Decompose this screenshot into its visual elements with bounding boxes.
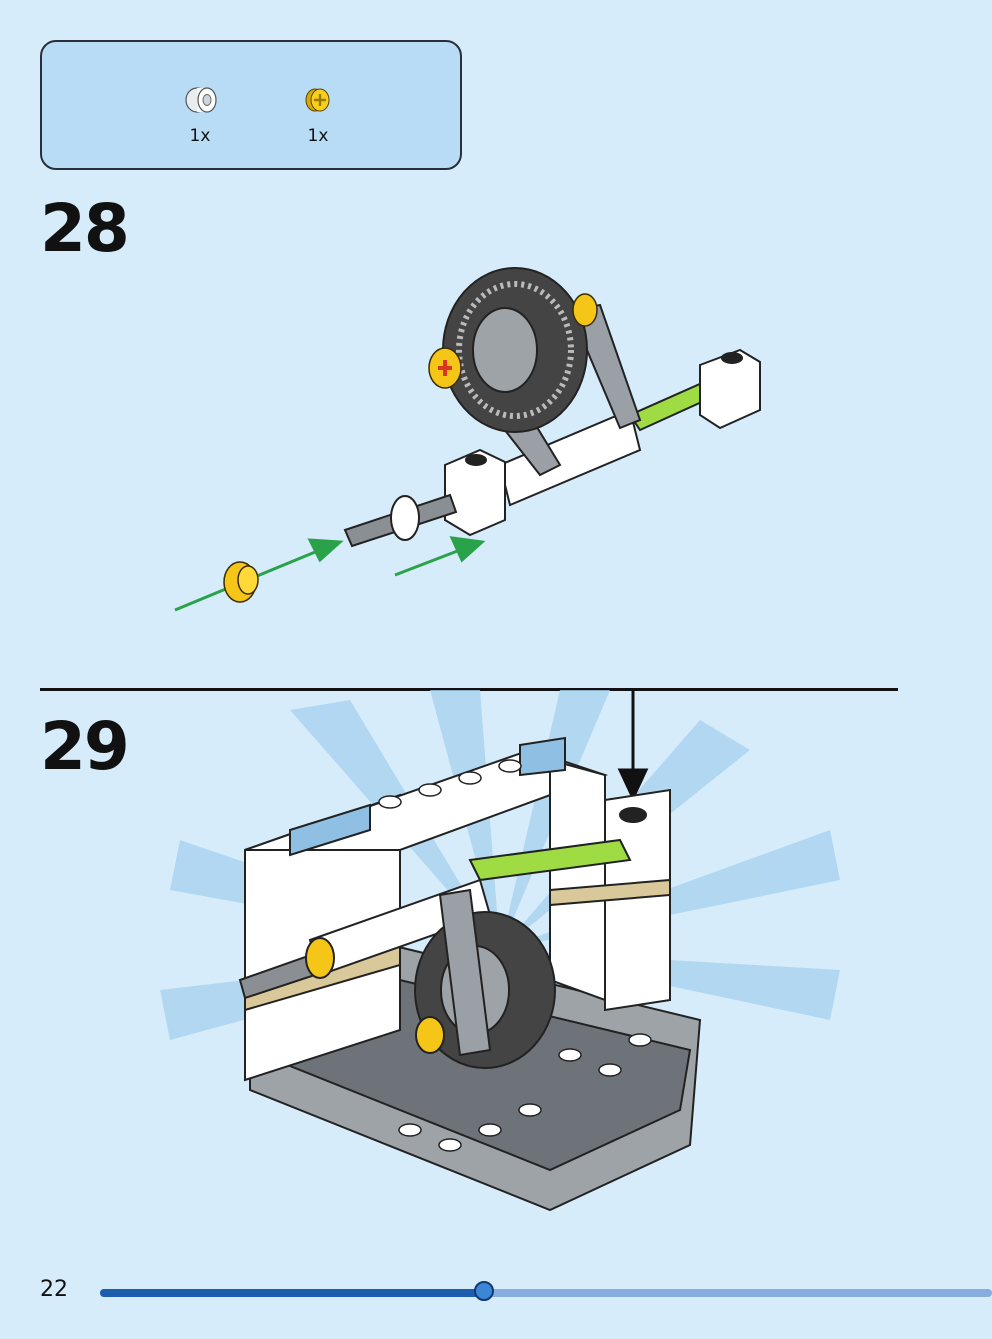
down-arrow-icon — [617, 690, 649, 802]
tire-icon — [442, 267, 588, 433]
yellow-bush-icon — [305, 88, 330, 112]
step-28-illustration — [174, 267, 761, 612]
part-quantity: 1x — [189, 126, 211, 146]
progress-knob[interactable] — [473, 1281, 494, 1301]
page-number: 22 — [40, 1277, 68, 1302]
parts-callout-box: 1x 1x — [40, 40, 462, 170]
step-divider — [40, 688, 898, 691]
white-bush-icon — [185, 87, 217, 113]
progress-fill — [100, 1289, 484, 1297]
progress-bar — [100, 1281, 992, 1301]
insert-arrow-icon — [174, 536, 486, 612]
part-yellow-bush: 1x — [288, 80, 348, 146]
part-quantity: 1x — [307, 126, 329, 146]
part-white-bush: 1x — [170, 80, 230, 146]
step-number: 28 — [40, 190, 130, 267]
step-29-illustration — [160, 690, 840, 1212]
step-number: 29 — [40, 708, 130, 785]
